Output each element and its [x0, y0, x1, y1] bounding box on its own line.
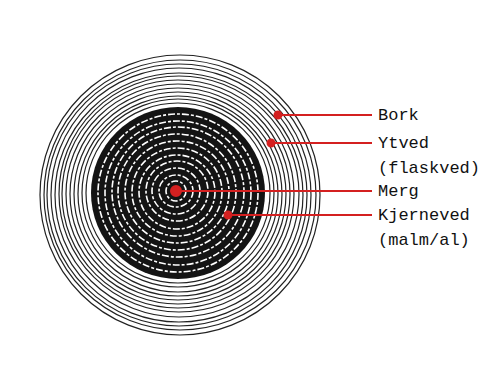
part-label: Ytved (flaskved): [378, 131, 485, 181]
growth-rings: [40, 55, 320, 335]
heartwood-rings: [98, 114, 258, 272]
part-label: Merg: [378, 179, 485, 204]
part-label: Bork: [378, 103, 485, 128]
leader-lines: [171, 112, 372, 219]
part-label: Kjerneved (malm/al): [378, 203, 485, 253]
heartwood: [91, 107, 265, 279]
